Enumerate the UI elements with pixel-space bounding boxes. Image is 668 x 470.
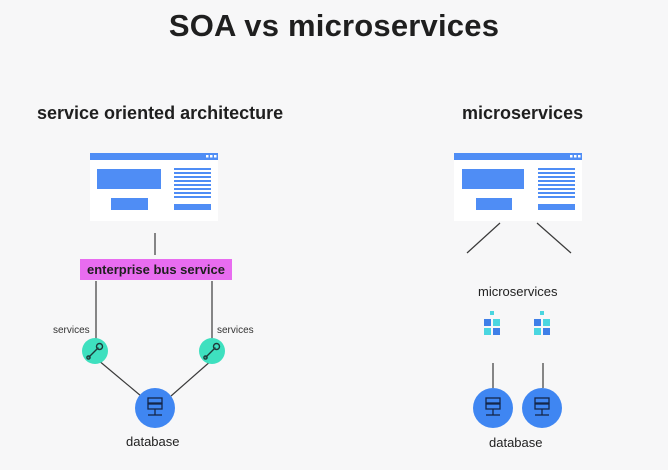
soa-database-server-icon [135,388,175,428]
soa-database-label: database [126,434,180,449]
service-left-label: services [53,325,90,336]
microservice-right-cubes-icon [534,311,550,335]
soa-browser-window-icon [90,153,218,221]
microservice-left-cubes-icon [484,311,500,335]
soa-heading: service oriented architecture [37,103,284,123]
ms-database-label: database [489,435,543,450]
soa-service-right-wrench-icon [199,338,225,364]
ms-connectors [466,222,572,388]
soa-service-left-wrench-icon [82,338,108,364]
microservices-group-label: microservices [478,284,558,299]
ms-database-right-server-icon [522,388,562,428]
service-right-label: services [217,325,254,336]
microservices-heading: microservices [462,103,584,123]
ms-database-left-server-icon [473,388,513,428]
soa-connectors [95,233,213,397]
ms-browser-window-icon [454,153,582,221]
diagram-title: SOA vs microservices [168,8,500,43]
enterprise-bus-label: enterprise bus service [80,259,232,280]
